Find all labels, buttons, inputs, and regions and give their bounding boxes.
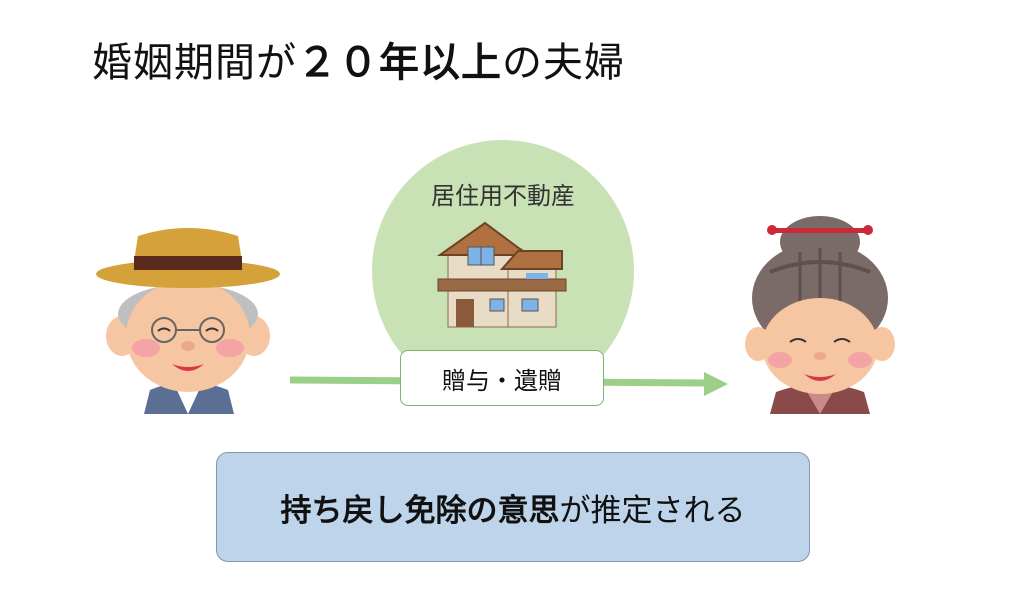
- house-icon: [436, 221, 567, 328]
- result-rest-text: が推定される: [559, 492, 746, 529]
- result-bold-text: 持ち戻し免除の意思: [280, 492, 560, 529]
- old-man-icon: [96, 228, 280, 414]
- result-box: 持ち戻し免除の意思が推定される: [216, 452, 810, 562]
- arrow-head: [704, 372, 728, 396]
- title-part2: ２０年以上: [297, 40, 502, 86]
- old-woman-icon: [745, 216, 895, 414]
- transfer-label-box: 贈与・遺贈: [400, 350, 604, 406]
- transfer-label: 贈与・遺贈: [442, 366, 562, 395]
- property-label: 居住用不動産: [431, 182, 575, 210]
- title-part3: の夫婦: [502, 40, 625, 86]
- title-part1: 婚姻期間が: [92, 40, 297, 86]
- page-title: 婚姻期間が２０年以上の夫婦: [92, 30, 625, 88]
